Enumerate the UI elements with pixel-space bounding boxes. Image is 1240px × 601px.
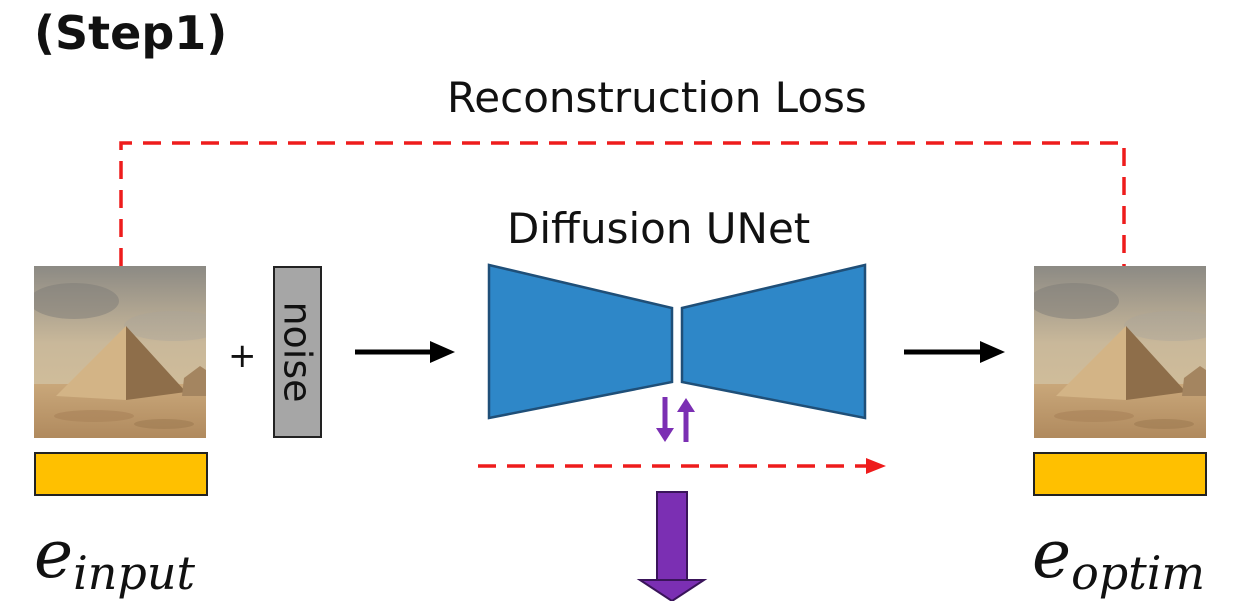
diffusion-unet: [487, 263, 867, 420]
plus-sign: +: [228, 336, 257, 376]
arrow-to-unet: [355, 341, 455, 363]
unet-decoder: [680, 263, 867, 420]
output-image: [1034, 266, 1206, 438]
diffusion-unet-label: Diffusion UNet: [507, 204, 811, 253]
input-image: [34, 266, 206, 438]
optim-embedding-bar: [1033, 452, 1207, 496]
optimization-dashed-arrow: [478, 458, 886, 474]
reconstruction-loss-path: [119, 141, 1126, 266]
pyramid-image-icon: [1034, 266, 1206, 438]
next-step-arrow: [636, 491, 708, 601]
optim-variable-subscript: optim: [1071, 546, 1206, 600]
reconstruction-loss-label: Reconstruction Loss: [447, 73, 867, 122]
input-variable-base: e: [34, 516, 74, 593]
arrow-to-output: [904, 341, 1005, 363]
pyramid-image-icon: [34, 266, 206, 438]
noise-label: noise: [275, 301, 320, 403]
input-variable-subscript: input: [73, 546, 195, 600]
input-variable: einput: [34, 522, 195, 597]
optim-variable: eoptim: [1032, 522, 1205, 597]
noise-box: noise: [273, 266, 322, 438]
gradient-arrows: [656, 397, 695, 442]
step-title: (Step1): [34, 6, 228, 60]
unet-encoder: [487, 263, 674, 420]
optim-variable-base: e: [1032, 516, 1072, 593]
input-embedding-bar: [34, 452, 208, 496]
